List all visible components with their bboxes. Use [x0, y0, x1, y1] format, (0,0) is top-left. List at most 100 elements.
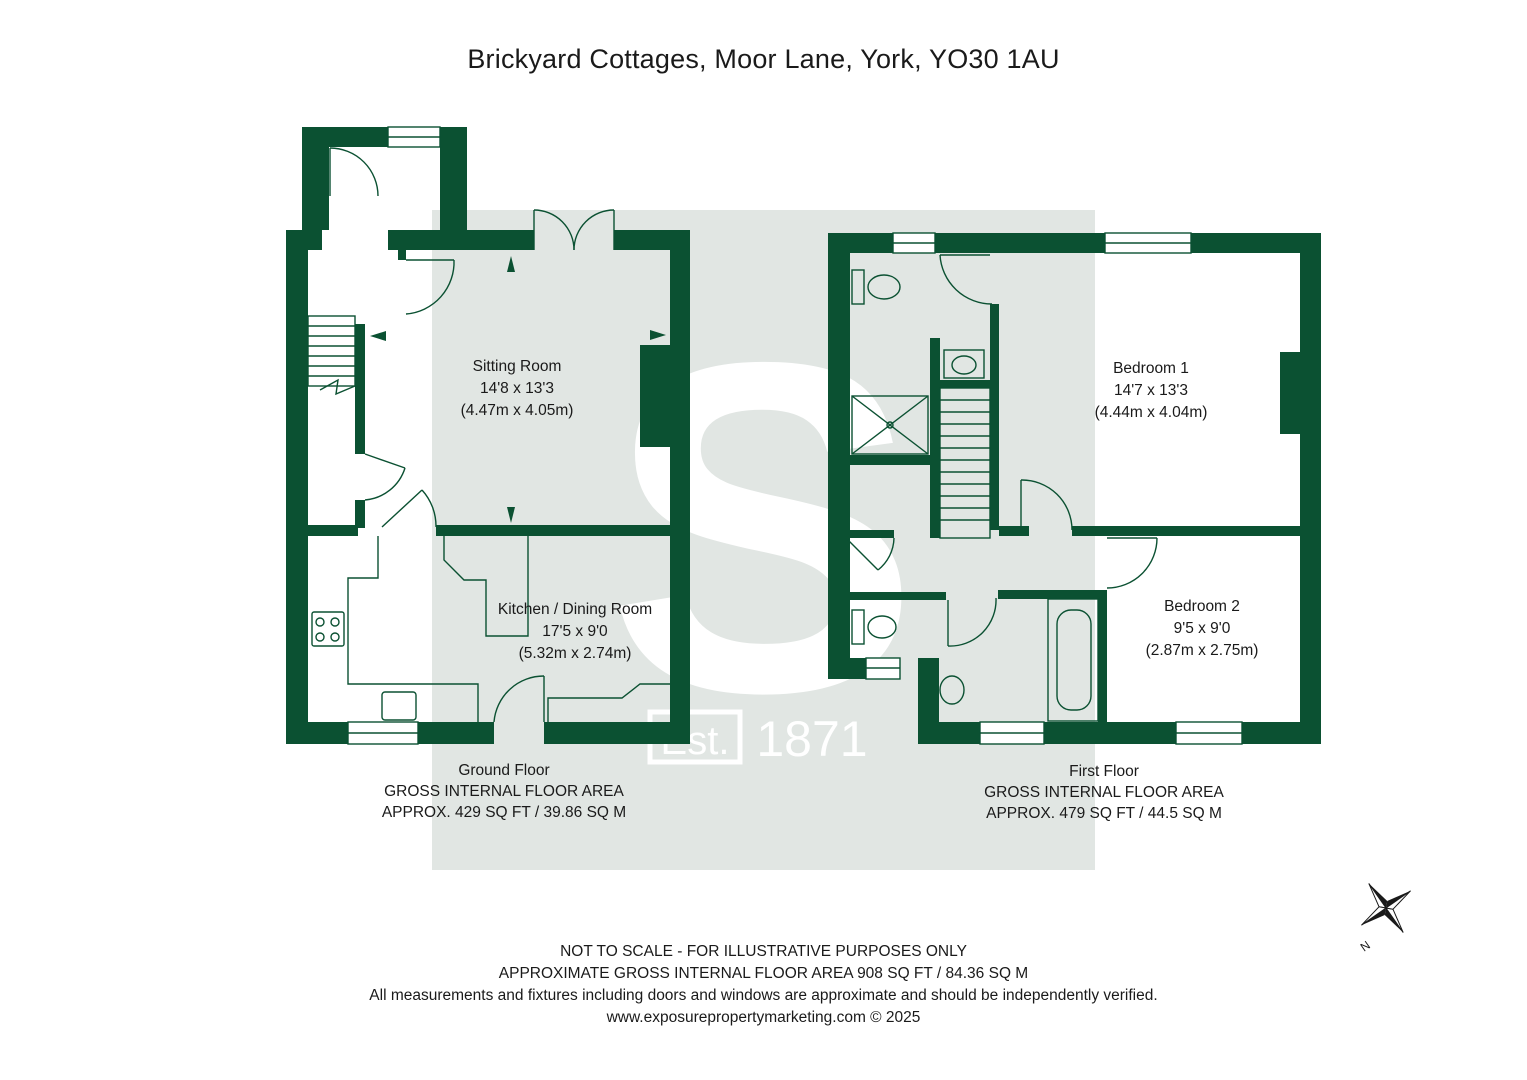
- chimney-breast: [1280, 352, 1302, 434]
- room-name: Bedroom 2: [1164, 598, 1240, 615]
- wall: [286, 230, 322, 250]
- ground-floor-fixtures: [307, 126, 670, 745]
- wall: [302, 127, 329, 230]
- basin: [939, 675, 965, 705]
- wall: [930, 380, 992, 388]
- footer-notes: NOT TO SCALE - FOR ILLUSTRATIVE PURPOSES…: [0, 941, 1527, 1029]
- unit: [443, 536, 529, 637]
- wall: [329, 127, 376, 147]
- door-leaf: [364, 453, 406, 469]
- room-name: Sitting Room: [472, 358, 562, 375]
- wall: [670, 230, 690, 744]
- compass-icon: [1361, 883, 1411, 933]
- footer-verification-note: All measurements and fixtures including …: [369, 987, 1158, 1004]
- wall: [1098, 590, 1107, 725]
- wall: [828, 233, 1321, 253]
- floor-area-value: APPROX. 479 SQ FT / 44.5 SQ M: [986, 805, 1222, 822]
- door-swing: [405, 259, 455, 315]
- room-dimensions-metric: (4.44m x 4.04m): [1094, 404, 1208, 421]
- wall: [286, 722, 348, 744]
- first-floor-fixtures: [847, 232, 1243, 745]
- wall: [848, 592, 946, 600]
- basin: [943, 349, 985, 379]
- worktop: [547, 683, 670, 722]
- wall: [1300, 233, 1321, 744]
- wall: [848, 530, 894, 538]
- wall: [355, 500, 365, 528]
- wall: [999, 526, 1029, 536]
- wall: [286, 230, 308, 744]
- stairs: [307, 315, 356, 387]
- wall: [544, 722, 690, 744]
- toilet-cistern: [851, 269, 865, 305]
- room-label-bedroom-1: Bedroom 1 14'7 x 13'3 (4.44m x 4.04m): [1051, 358, 1251, 424]
- door-swing: [939, 254, 993, 305]
- wall: [306, 525, 358, 536]
- room-label-bedroom-2: Bedroom 2 9'5 x 9'0 (2.87m x 2.75m): [1102, 596, 1302, 662]
- wall: [440, 127, 467, 230]
- wall: [388, 230, 534, 250]
- stair-break: [319, 378, 356, 396]
- room-label-sitting-room: Sitting Room 14'8 x 13'3 (4.47m x 4.05m): [417, 356, 617, 422]
- floor-area-value: APPROX. 429 SQ FT / 39.86 SQ M: [381, 804, 627, 821]
- wall: [418, 722, 494, 744]
- room-label-kitchen-dining: Kitchen / Dining Room 17'5 x 9'0 (5.32m …: [465, 599, 685, 665]
- wall: [398, 250, 406, 260]
- footer-total-area: APPROXIMATE GROSS INTERNAL FLOOR AREA 90…: [498, 965, 1029, 982]
- watermark-background: [432, 210, 1095, 870]
- room-dimensions-metric: (5.32m x 2.74m): [518, 645, 632, 662]
- door-swing: [493, 675, 545, 723]
- shower-tray: [851, 395, 929, 455]
- wall: [918, 722, 1321, 744]
- arrow-marker: [370, 331, 386, 341]
- stairs: [939, 387, 991, 539]
- wall: [355, 324, 365, 454]
- door-swing: [364, 467, 406, 501]
- toilet-bowl: [867, 274, 901, 300]
- door-swing: [1020, 479, 1073, 531]
- room-name: Bedroom 1: [1113, 360, 1189, 377]
- wall: [828, 233, 850, 679]
- door-swing: [947, 597, 997, 647]
- floor-area-label: GROSS INTERNAL FLOOR AREA: [384, 783, 624, 800]
- door-swing: [533, 209, 575, 251]
- room-dimensions-imperial: 17'5 x 9'0: [542, 623, 608, 640]
- wall: [998, 590, 1105, 599]
- floor-area-label: GROSS INTERNAL FLOOR AREA: [984, 784, 1224, 801]
- door-leaf: [381, 489, 423, 528]
- wall: [930, 338, 940, 538]
- room-dimensions-imperial: 14'7 x 13'3: [1113, 382, 1188, 399]
- footer-website: www.exposurepropertymarketing.com © 2025: [606, 1009, 921, 1026]
- arrow-marker: [650, 330, 666, 340]
- chimney-breast: [640, 345, 672, 447]
- wall: [1072, 526, 1302, 536]
- floor-name: Ground Floor: [458, 762, 550, 779]
- wall: [436, 525, 672, 536]
- door-swing: [877, 537, 895, 571]
- room-name: Kitchen / Dining Room: [497, 601, 653, 618]
- door-swing: [573, 209, 615, 251]
- room-dimensions-metric: (4.47m x 4.05m): [460, 402, 574, 419]
- footer-disclaimer: NOT TO SCALE - FOR ILLUSTRATIVE PURPOSES…: [560, 943, 967, 960]
- first-floor-label: First Floor GROSS INTERNAL FLOOR AREA AP…: [954, 761, 1254, 824]
- room-dimensions-imperial: 14'8 x 13'3: [479, 380, 554, 397]
- hob: [311, 611, 345, 647]
- bath: [1047, 598, 1099, 722]
- door-leaf: [847, 539, 879, 571]
- floor-name: First Floor: [1069, 763, 1139, 780]
- ground-floor-arrows: [370, 256, 666, 523]
- wall: [990, 304, 999, 530]
- room-dimensions-imperial: 9'5 x 9'0: [1173, 620, 1231, 637]
- watermark-year: 1871: [756, 711, 867, 767]
- sink: [381, 691, 417, 721]
- toilet-bowl: [867, 615, 897, 639]
- door-swing: [1106, 537, 1158, 589]
- door-swing: [329, 147, 379, 197]
- ground-floor-label: Ground Floor GROSS INTERNAL FLOOR AREA A…: [354, 760, 654, 823]
- wall: [848, 455, 930, 465]
- worktop: [347, 536, 479, 722]
- door-swing: [421, 489, 437, 528]
- toilet-cistern: [851, 609, 865, 645]
- room-dimensions-metric: (2.87m x 2.75m): [1145, 642, 1259, 659]
